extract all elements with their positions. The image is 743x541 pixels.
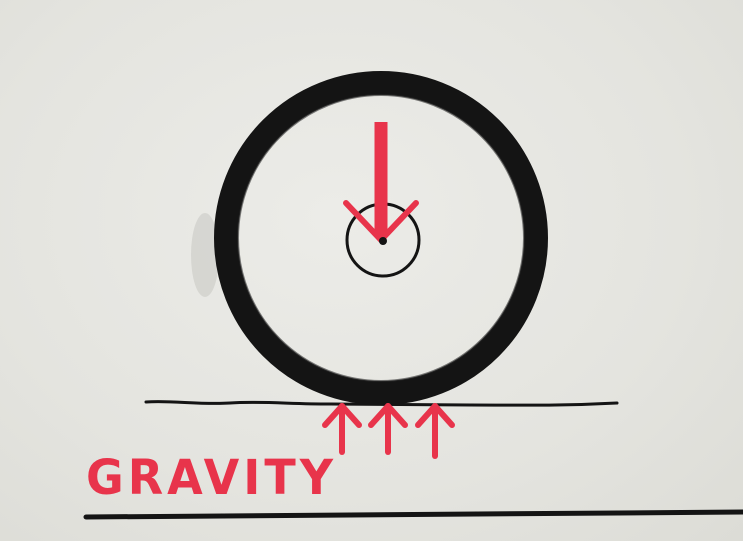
arrow-up-icon [418,406,452,456]
arrow-up-icon [371,406,405,452]
arrow-up-icon [325,406,359,452]
center-dot [379,237,387,245]
baseline [86,512,743,517]
gravity-label: GRAVITY [86,453,337,501]
arrow-down-icon [346,122,416,240]
